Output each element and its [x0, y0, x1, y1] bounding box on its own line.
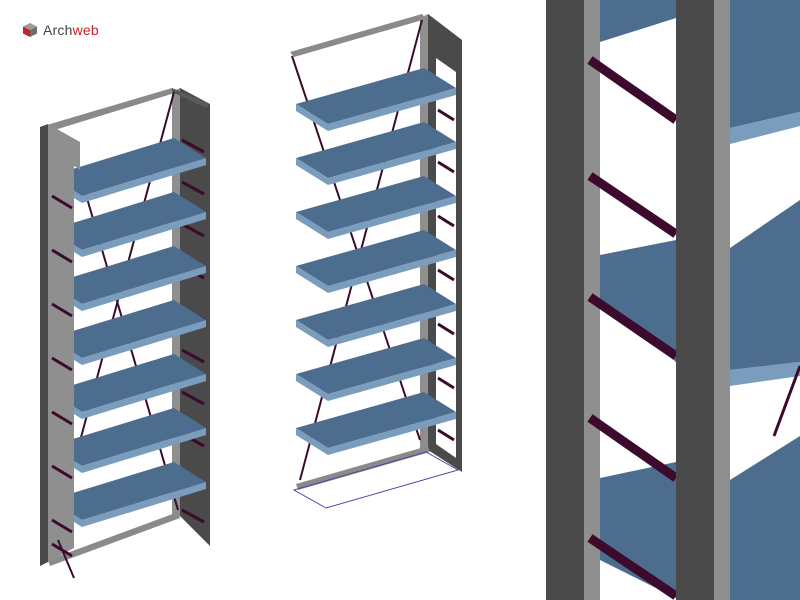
shelf-7: [296, 392, 456, 455]
shelf-2: [730, 200, 800, 386]
side-rungs: [437, 108, 455, 442]
shelf-panel: [600, 462, 676, 598]
cross-brace: [772, 365, 800, 437]
shelf-3: [296, 176, 456, 239]
bookcase-with-frame: [40, 88, 210, 579]
side-rungs: [587, 56, 679, 600]
logo-text-web: web: [72, 22, 99, 38]
shelf-1: [296, 68, 456, 131]
shelf-6: [296, 338, 456, 401]
cross-brace: [57, 539, 75, 579]
frame-top-rail: [40, 88, 178, 132]
floor-outline: [292, 451, 460, 509]
frame-top-rail: [172, 88, 210, 108]
frame-post: [546, 0, 584, 600]
frame-post: [714, 0, 730, 600]
bookcase-shelves-only: [290, 14, 462, 509]
shelf-2: [296, 122, 456, 185]
bookcase-detail-closeup: [546, 0, 800, 600]
shelf-panel: [600, 0, 676, 42]
frame-top-rail: [290, 14, 426, 57]
side-rungs: [51, 194, 73, 558]
archweb-logo: Archweb: [22, 22, 99, 38]
shelf-4: [296, 230, 456, 293]
logo-text-arch: Arch: [43, 22, 73, 38]
logo-text: Archweb: [43, 22, 99, 38]
frame-post: [676, 0, 714, 600]
archweb-cube-icon: [23, 23, 37, 37]
shelf-1: [730, 0, 800, 144]
shelf-panel: [600, 240, 676, 362]
frame-post: [40, 124, 48, 566]
shelf-3: [730, 436, 800, 600]
frame-bottom-rail: [48, 512, 180, 566]
frame-post: [48, 124, 80, 562]
frame-bottom-rail: [296, 446, 430, 490]
shelf-5: [296, 284, 456, 347]
